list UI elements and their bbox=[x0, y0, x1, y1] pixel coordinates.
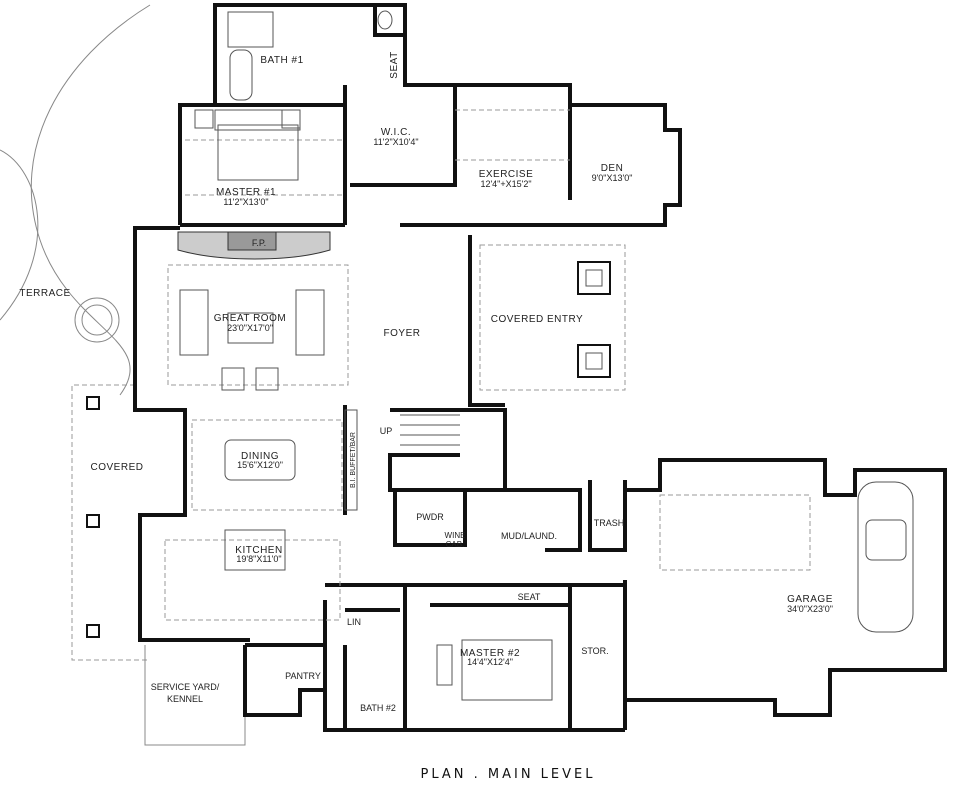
fireplace bbox=[177, 231, 331, 260]
label-stor: STOR. bbox=[581, 646, 608, 656]
label-pwdr: PWDR bbox=[416, 512, 444, 522]
label-foyer: FOYER bbox=[384, 328, 421, 339]
car bbox=[857, 481, 914, 633]
dims-master2: 14'4"X12'4" bbox=[467, 657, 513, 667]
dims-exercise: 12'4"+X15'2" bbox=[480, 179, 531, 189]
label-terrace: TERRACE bbox=[19, 288, 70, 299]
covered-porch bbox=[71, 384, 150, 661]
label-mud-laund: MUD/LAUND. bbox=[501, 531, 557, 541]
dims-master1: 11'2"X13'0" bbox=[223, 197, 268, 207]
label-wine: WINE bbox=[445, 531, 466, 540]
label-den: DEN bbox=[601, 163, 624, 174]
walls bbox=[133, 3, 947, 732]
label-garage: GARAGE bbox=[787, 594, 833, 605]
label-master2: MASTER #2 bbox=[460, 648, 520, 659]
label-buffet: B.I. BUFFET/BAR bbox=[350, 432, 357, 488]
label-wine-cab: CAB. bbox=[446, 540, 465, 549]
label-kitchen: KITCHEN bbox=[235, 545, 282, 556]
dims-den: 9'0"X13'0" bbox=[592, 173, 633, 183]
label-bath2: BATH #2 bbox=[360, 703, 396, 713]
dims-wic: 11'2"X10'4" bbox=[373, 137, 418, 147]
label-exercise: EXERCISE bbox=[479, 169, 534, 180]
terrace bbox=[0, 4, 151, 396]
label-service-yard: SERVICE YARD/ bbox=[151, 682, 220, 692]
label-covered-entry: COVERED ENTRY bbox=[491, 314, 583, 325]
label-seat-lower: SEAT bbox=[518, 592, 541, 602]
label-fp: F.P. bbox=[252, 238, 266, 248]
label-bath1: BATH #1 bbox=[260, 55, 303, 66]
dims-kitchen: 19'8"X11'0" bbox=[236, 554, 281, 564]
dims-garage: 34'0"X23'0" bbox=[787, 604, 833, 614]
furniture bbox=[179, 10, 914, 701]
label-wic: W.I.C. bbox=[381, 127, 411, 138]
label-trash: TRASH bbox=[594, 518, 625, 528]
label-great-room: GREAT ROOM bbox=[214, 313, 286, 324]
dims-dining: 15'6"X12'0" bbox=[237, 460, 283, 470]
fireplace-squares bbox=[577, 261, 611, 378]
label-master1: MASTER #1 bbox=[216, 187, 276, 198]
label-lin: LIN bbox=[347, 617, 361, 627]
room-labels: BATH #1 SEAT MASTER #1 11'2"X13'0" W.I.C… bbox=[19, 51, 833, 713]
label-kennel: KENNEL bbox=[167, 694, 203, 704]
label-covered: COVERED bbox=[91, 462, 144, 473]
plan-title: PLAN . MAIN LEVEL bbox=[420, 767, 595, 782]
label-pantry: PANTRY bbox=[285, 671, 321, 681]
dims-great-room: 23'0"X17'0" bbox=[227, 323, 273, 333]
dashed-lines bbox=[164, 109, 811, 621]
label-dining: DINING bbox=[241, 451, 279, 462]
label-seat-upper: SEAT bbox=[389, 51, 400, 78]
label-up: UP bbox=[380, 426, 393, 436]
